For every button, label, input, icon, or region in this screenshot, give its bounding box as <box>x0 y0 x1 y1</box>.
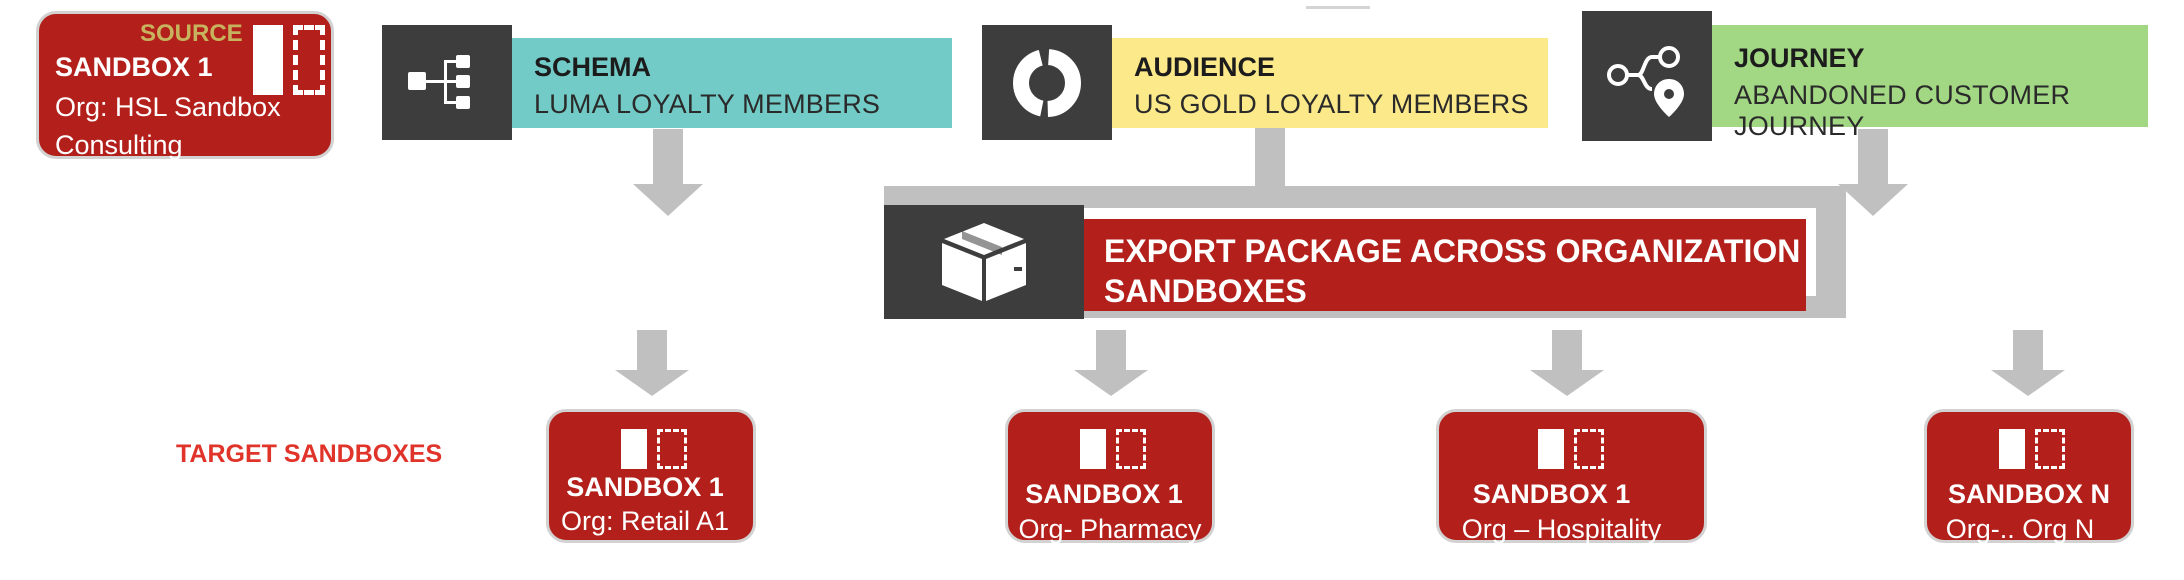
package-box-icon <box>942 223 1026 301</box>
journey-subtitle: ABANDONED CUSTOMER JOURNEY <box>1734 80 2071 141</box>
target-sandbox-org: Org- Pharmacy <box>1018 514 1202 544</box>
audience-label-box: AUDIENCE US GOLD LOYALTY MEMBERS <box>1112 38 1548 128</box>
target-arrow-1 <box>615 330 689 396</box>
source-sandbox-card: SOURCE SANDBOX 1 Org: HSL Sandbox Consul… <box>36 11 334 198</box>
target-sandbox-card-3: SANDBOX 1 Org – Hospitality <box>1436 409 1707 544</box>
journey-icon-box <box>1582 11 1712 141</box>
target-sandbox-title: SANDBOX 1 <box>566 472 724 502</box>
journey-down-arrow <box>1838 129 1908 216</box>
target-sandbox-org: Org – Hospitality <box>1461 514 1662 544</box>
target-sandbox-card-2: SANDBOX 1 Org- Pharmacy <box>1005 409 1215 544</box>
export-title-line1: EXPORT PACKAGE ACROSS ORGANIZATION <box>1104 233 1801 269</box>
audience-title: AUDIENCE <box>1134 52 1276 82</box>
export-icon-box <box>884 205 1084 319</box>
sandbox-pane-solid <box>1999 429 2025 469</box>
export-title-line2: SANDBOXES <box>1104 273 1307 309</box>
sandbox-pane-solid <box>1080 429 1106 469</box>
target-sandboxes-label: TARGET SANDBOXES <box>176 440 443 468</box>
sandbox-panes-icon <box>1080 429 1150 473</box>
source-sandbox-title: SANDBOX 1 <box>55 52 213 82</box>
target-sandbox-org: Org: Retail A1 <box>560 506 730 536</box>
audience-icon-box <box>982 25 1112 140</box>
target-sandbox-title: SANDBOX N <box>1947 479 2110 509</box>
sandbox-panes-icon <box>251 25 327 99</box>
export-label-box: EXPORT PACKAGE ACROSS ORGANIZATION SANDB… <box>1084 219 1806 311</box>
sandbox-pane-dashed <box>2035 429 2065 469</box>
target-arrow-4 <box>1991 330 2065 396</box>
sandbox-panes-icon <box>1999 429 2069 473</box>
target-sandbox-org: Org-.. Org N <box>1945 514 2095 544</box>
sandbox-pane-dashed <box>1116 429 1146 469</box>
sandbox-pane-solid <box>1538 429 1564 469</box>
schema-hierarchy-icon <box>408 55 470 109</box>
schema-label-box: SCHEMA LUMA LOYALTY MEMBERS <box>512 38 952 128</box>
source-org-line1: Org: HSL Sandbox <box>55 92 281 122</box>
audience-donut-icon <box>1013 49 1081 117</box>
schema-title: SCHEMA <box>534 52 652 82</box>
export-frame-right <box>1816 186 1846 316</box>
sandbox-panes-icon <box>621 429 691 473</box>
target-sandbox-title: SANDBOX 1 <box>1472 479 1631 509</box>
target-sandbox-card-1: SANDBOX 1 Org: Retail A1 <box>546 409 756 543</box>
top-divider-line <box>1306 6 1370 9</box>
schema-icon-box <box>382 25 512 140</box>
target-arrow-3 <box>1530 330 1604 396</box>
source-label: SOURCE <box>140 20 243 47</box>
sandbox-pane-solid <box>621 429 647 469</box>
target-sandbox-title: SANDBOX 1 <box>1025 479 1183 509</box>
target-arrow-2 <box>1074 330 1148 396</box>
journey-path-icon <box>1607 46 1684 117</box>
sandbox-pane-dashed <box>657 429 687 469</box>
source-sandbox-org: Org: HSL Sandbox Consulting Marketplace <box>55 88 331 202</box>
sandbox-pane-dashed <box>1574 429 1604 469</box>
audience-connector <box>1255 128 1285 190</box>
sandbox-pane-dashed <box>293 25 325 95</box>
schema-down-arrow <box>633 129 703 216</box>
schema-subtitle: LUMA LOYALTY MEMBERS <box>534 89 881 119</box>
journey-label-box: JOURNEY ABANDONED CUSTOMER JOURNEY <box>1712 25 2148 141</box>
sandbox-pane-solid <box>253 25 283 95</box>
source-org-line2: Consulting Marketplace <box>55 130 203 198</box>
export-frame-top <box>884 186 1846 208</box>
journey-title: JOURNEY <box>1734 43 1865 73</box>
target-sandbox-card-4: SANDBOX N Org-.. Org N <box>1924 409 2134 544</box>
sandbox-panes-icon <box>1538 429 1608 473</box>
audience-subtitle: US GOLD LOYALTY MEMBERS <box>1134 89 1529 119</box>
